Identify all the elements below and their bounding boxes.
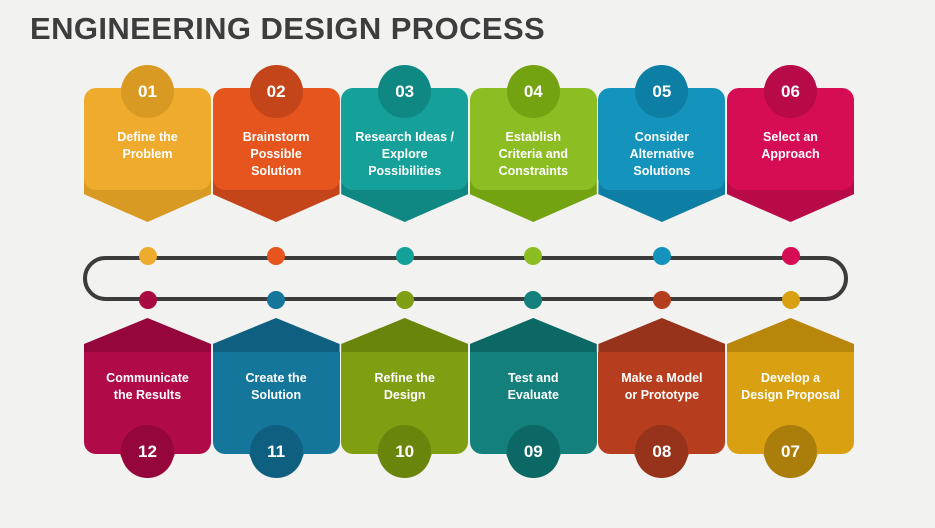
step-number-badge: 03 [378,65,432,118]
connector-dot-10 [395,291,414,309]
connector-dot-12 [138,291,157,309]
connector-dot-05 [652,247,671,265]
step-number-badge: 10 [378,425,432,478]
step-number-badge: 06 [764,65,817,118]
step-number-badge: 02 [249,65,303,118]
connector-dot-01 [138,247,157,265]
connector-dot-07 [781,291,800,309]
connector-dot-02 [267,247,286,265]
connector-dot-06 [781,247,800,265]
step-number-badge: 04 [506,65,560,118]
connector-dot-04 [524,247,543,265]
connector-dot-11 [267,291,286,309]
step-number-badge: 08 [635,425,689,478]
step-number-badge: 11 [249,425,303,478]
page-title: ENGINEERING DESIGN PROCESS [30,11,546,46]
step-number-badge: 05 [635,65,689,118]
connector-dot-09 [524,291,543,309]
connector-dot-03 [395,247,414,265]
connector-dot-08 [652,291,671,309]
step-number-badge: 01 [121,65,174,118]
step-number-badge: 09 [506,425,560,478]
process-flow-track [83,256,848,301]
step-number-badge: 07 [764,425,817,478]
step-number-badge: 12 [121,425,174,478]
